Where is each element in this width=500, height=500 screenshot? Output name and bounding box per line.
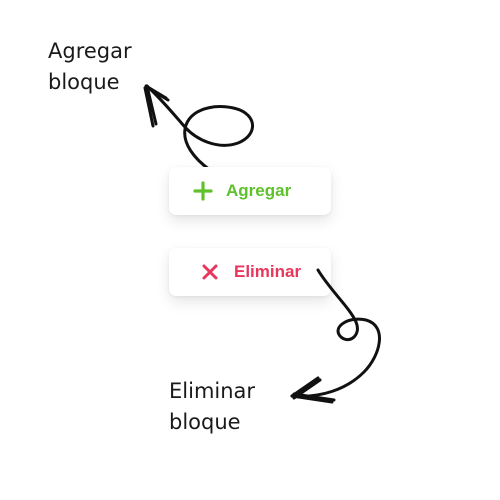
delete-block-annotation: Eliminar bloque	[169, 376, 255, 438]
delete-annotation-line-2: bloque	[169, 410, 241, 434]
delete-button-label: Eliminar	[234, 262, 302, 281]
add-block-annotation: Agregar bloque	[48, 36, 132, 98]
add-button-label: Agregar	[226, 181, 292, 200]
delete-block-button[interactable]: Eliminar	[169, 248, 331, 296]
plus-icon	[193, 181, 213, 201]
delete-annotation-line-1: Eliminar	[169, 379, 256, 403]
close-icon	[200, 262, 220, 282]
add-annotation-line-2: bloque	[48, 70, 120, 94]
add-annotation-line-1: Agregar	[48, 39, 132, 63]
add-block-button[interactable]: Agregar	[169, 167, 331, 215]
